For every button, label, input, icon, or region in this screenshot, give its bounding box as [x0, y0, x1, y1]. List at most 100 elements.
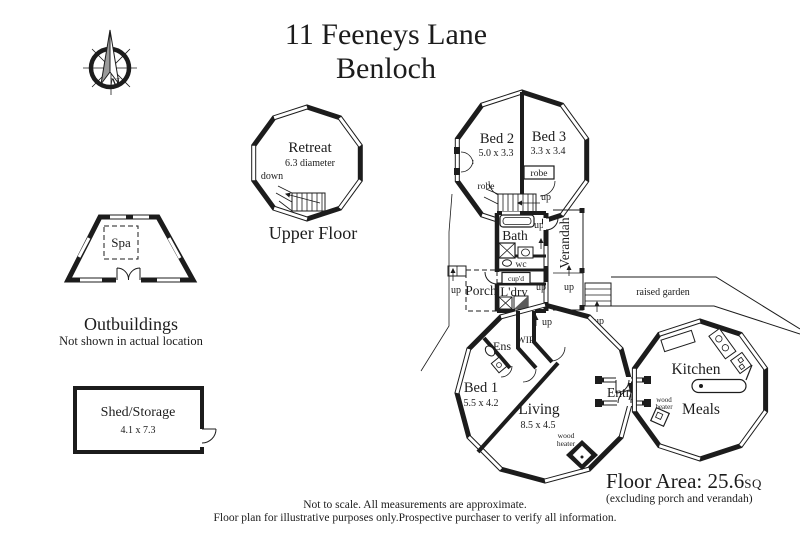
ens-label: Ens [493, 339, 511, 353]
retreat-dim: 6.3 diameter [285, 158, 336, 169]
robe-label: robe [531, 169, 548, 179]
cupboard-box [501, 271, 531, 285]
kitchen-wing-windows [632, 319, 767, 461]
island-bench [691, 378, 747, 394]
disclaimer-line1: Not to scale. All measurements are appro… [303, 499, 527, 511]
basin [521, 248, 530, 257]
bed1-living-divider [476, 361, 560, 454]
bed3-dim: 3.3 x 3.4 [531, 146, 566, 157]
retreat-windows [252, 105, 362, 221]
stair-direction-arrow [284, 192, 321, 204]
shed-door [201, 428, 217, 444]
wood-heater-flue [580, 455, 584, 459]
entry-bottom-door [617, 389, 632, 404]
wir-label: WIR [517, 336, 536, 346]
bathtub-inner [502, 217, 532, 225]
toilet [502, 259, 512, 267]
compass-rose: N [83, 29, 137, 95]
trough-cross [498, 296, 513, 310]
sink-bowl [715, 335, 723, 343]
retreat-label: Retreat [288, 140, 332, 156]
kitchen-label: Kitchen [671, 361, 720, 378]
down-label: down [261, 171, 283, 182]
floor-area-value: Floor Area: 25.6 [606, 469, 744, 493]
wood-heater-unit [571, 444, 593, 466]
north-arrow-right [109, 29, 120, 85]
north-label: N [108, 76, 120, 92]
entry-heater-label2: heater [655, 403, 673, 411]
porch-area: Porch up [420, 193, 498, 372]
garden-retaining-wall [611, 276, 800, 335]
up-label: up [594, 316, 604, 327]
raised-garden-label: raised garden [636, 287, 690, 298]
corridor-door-arcs [484, 217, 559, 285]
up-label: up [451, 285, 461, 296]
floor-area-text: Floor Area: 25.6SQ [606, 469, 762, 493]
disclaimer: Not to scale. All measurements are appro… [214, 499, 617, 524]
verandah-post [579, 208, 585, 213]
wir-ens-walls [482, 311, 554, 370]
door-jamb [454, 147, 460, 154]
disclaimer-line2: Floor plan for illustrative purposes onl… [214, 512, 617, 524]
porch-outline [465, 269, 498, 312]
bed2-dim: 5.0 x 3.3 [479, 148, 514, 159]
ens-basin-bowl [496, 362, 502, 368]
appliance-hatch [514, 296, 528, 309]
retreat-building: down Retreat 6.3 diameter Upper Floor [251, 104, 363, 243]
wood-heater-label1: wood [558, 431, 575, 440]
verandah-post [579, 268, 585, 273]
spa-building: Spa Outbuildings Not shown in actual loc… [59, 214, 204, 348]
kitchen-counter-nw [660, 329, 696, 353]
spa-windows [77, 215, 182, 282]
counter [708, 327, 737, 360]
ens-basin [490, 356, 508, 374]
outbuildings-caption: Outbuildings [84, 314, 178, 334]
shed-dim: 4.1 x 7.3 [121, 425, 156, 436]
bed1-label: Bed 1 [464, 380, 498, 396]
wc-label: wc [515, 260, 526, 270]
entry-heater-label1: wood [656, 396, 672, 404]
shower-cross [498, 242, 516, 259]
bed1-dim: 5.5 x 4.2 [464, 398, 499, 409]
bathtub [499, 214, 535, 228]
up-label: up [542, 317, 552, 328]
entry-top-door [615, 379, 630, 394]
up-label: up [564, 282, 574, 293]
entry-wood-heater [649, 406, 671, 428]
up-label: up [541, 192, 551, 203]
bath-label: Bath [502, 228, 528, 243]
outbuildings-note: Not shown in actual location [59, 334, 203, 348]
sink-bowl [721, 344, 729, 352]
living-wing: Ens WIR up Bed 1 5.5 x 4.2 Living 8.5 x … [454, 302, 636, 484]
island-return [745, 364, 753, 381]
spa-label: Spa [111, 235, 131, 250]
wall-jamb [644, 376, 651, 384]
shed-walls [73, 386, 204, 454]
living-label: Living [518, 401, 560, 418]
living-wing-windows [455, 303, 635, 483]
verandah-post [579, 305, 585, 310]
bedroom-door-arcs [460, 151, 556, 197]
plan-title: 11 Feeneys Lane Benloch [285, 18, 487, 85]
burner [738, 363, 746, 371]
counter [660, 329, 696, 353]
entry-label: Entry [607, 385, 637, 400]
vanity [517, 246, 534, 259]
wall-jamb [595, 399, 602, 407]
robe-label2: robe [478, 182, 495, 192]
wall-jamb [644, 399, 651, 407]
island-post [699, 384, 703, 388]
kitchen-wing: Kitchen Meals [631, 318, 769, 462]
wall-jamb [595, 376, 602, 384]
verandah-label: Verandah [557, 217, 572, 268]
cupboard-label: cup'd [508, 274, 524, 283]
title-line1: 11 Feeneys Lane [285, 18, 487, 51]
robe-box [523, 165, 555, 180]
bed2-label: Bed 2 [480, 131, 514, 147]
floor-area-note: (excluding porch and verandah) [606, 493, 753, 505]
spa-double-doors [116, 267, 141, 281]
shed-label: Shed/Storage [101, 405, 176, 420]
door-jamb [454, 168, 460, 175]
meals-label: Meals [682, 401, 720, 418]
wood-heater-label2: heater [557, 439, 576, 448]
